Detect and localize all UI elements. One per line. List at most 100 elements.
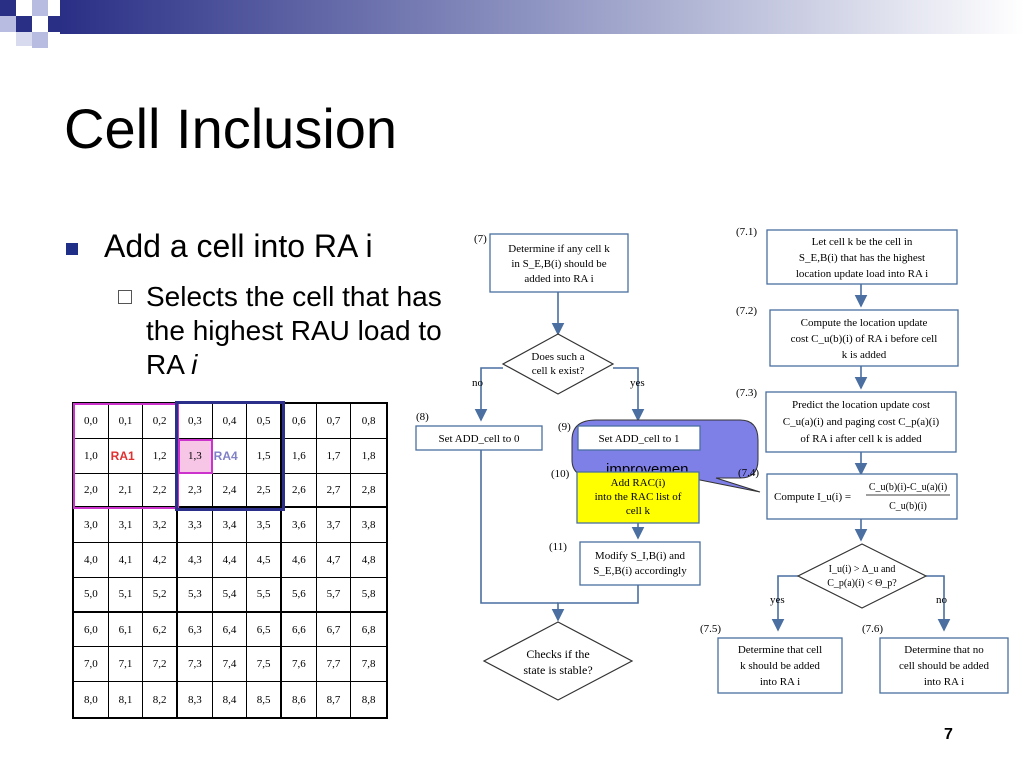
step74-denominator: C_u(b)(i)	[889, 501, 927, 512]
square-bullet-icon	[66, 243, 78, 255]
grid-cell: 3,1	[108, 508, 144, 544]
grid-cell: 1,6	[282, 438, 317, 474]
step75-line1: Determine that cell	[738, 644, 822, 656]
end-line2: state is stable?	[523, 663, 592, 677]
grid-cell: 6,8	[351, 613, 386, 648]
step11-line1: Modify S_I,B(i) and	[595, 550, 686, 562]
grid-cell: 6,6	[282, 612, 317, 648]
grid-cell: 0,6	[282, 404, 317, 439]
step76-label: (7.6)	[862, 623, 883, 635]
step11-line2: S_E,B(i) accordingly	[593, 565, 687, 577]
page-number: 7	[944, 726, 953, 743]
step11-label: (11)	[549, 541, 567, 553]
sub-bullet-italic: i	[191, 349, 198, 380]
grid-cell: 2,4	[212, 473, 248, 509]
grid-cell: 7,6	[282, 647, 317, 683]
grid-cell: 7,8	[351, 647, 386, 683]
step73-box	[765, 391, 957, 453]
grid-cell: 4,3	[178, 543, 213, 578]
grid-cell: 5,3	[178, 577, 213, 613]
grid-cell: 4,1	[108, 543, 144, 578]
grid-cell: 1,0	[74, 438, 109, 474]
grid-cell: 8,6	[282, 682, 317, 717]
grid-cell: 5,4	[212, 577, 248, 613]
grid-cell: 0,0	[74, 404, 109, 439]
grid-cell: 3,6	[282, 508, 317, 544]
grid-cell: 8,3	[178, 682, 213, 717]
grid-cell: 6,0	[74, 612, 109, 648]
grid-cell: 6,5	[247, 612, 282, 648]
grid-cell: 6,7	[316, 612, 352, 648]
step71-line3: location update load into RA i	[796, 268, 928, 280]
grid-cell: 8,4	[213, 682, 248, 717]
grid-cell: 1,7	[316, 438, 352, 474]
grid-cell: 1,5	[247, 438, 282, 474]
grid-cell: 3,3	[178, 508, 213, 544]
grid-cell: 3,5	[247, 508, 282, 544]
grid-cell: 3,7	[316, 508, 352, 544]
step75-line3: into RA i	[760, 676, 800, 688]
step76-line2: cell should be added	[899, 660, 990, 672]
diamond2-line2: C_p(a)(i) < Θ_p?	[827, 578, 897, 589]
diamond2-no: no	[936, 594, 948, 606]
grid-cell: 2,3	[178, 473, 213, 509]
grid-cell: 8,0	[74, 682, 109, 717]
grid-cell: 2,1	[108, 473, 144, 509]
grid-cell: 4,8	[351, 543, 386, 578]
step7-label: (7)	[474, 233, 487, 245]
step10-label: (10)	[551, 468, 570, 480]
step76-box	[879, 637, 1009, 694]
grid-cell: 5,7	[316, 577, 352, 613]
step9-text: Set ADD_cell to 1	[599, 433, 680, 445]
step73-line2: C_u(a)(i) and paging cost C_p(a)(i)	[783, 416, 940, 428]
step72-line3: k is added	[842, 349, 887, 361]
grid-cell: 2,8	[351, 474, 386, 509]
step75-box	[717, 637, 843, 694]
step76-line1: Determine that no	[904, 644, 984, 656]
grid-cell: 7,0	[74, 647, 109, 683]
step9-label: (9)	[558, 421, 571, 433]
grid-cell: 2,5	[247, 473, 282, 509]
step7-line1: Determine if any cell k	[508, 243, 610, 255]
grid-cell: 8,1	[109, 682, 144, 717]
step11-box	[579, 541, 701, 586]
grid-cell: 3,8	[351, 508, 386, 544]
grid-cell: 5,0	[74, 577, 109, 613]
decision-diamond-exist	[501, 333, 615, 395]
grid-cell: 5,8	[351, 578, 386, 613]
step7-box	[489, 233, 629, 293]
grid-cell: 0,1	[108, 404, 144, 439]
grid-cell: 2,6	[282, 473, 317, 509]
slide-title: Cell Inclusion	[64, 97, 398, 160]
grid-cell: 0,5	[247, 404, 282, 439]
diamond2-yes: yes	[770, 594, 785, 606]
step7-line3: added into RA i	[524, 273, 593, 285]
yes-label: yes	[630, 377, 645, 389]
step10-line3: cell k	[626, 505, 651, 517]
grid-cell: 4,5	[247, 543, 282, 578]
grid-cell: 6,1	[108, 612, 144, 648]
grid-cell: 3,2	[143, 508, 178, 544]
grid-cell: 1,8	[351, 439, 386, 474]
grid-cell: 7,3	[178, 647, 213, 683]
grid-cell: 4,4	[212, 543, 248, 578]
diamond1-line2: cell k exist?	[532, 365, 585, 377]
step8-text: Set ADD_cell to 0	[439, 433, 520, 445]
grid-cell: 5,1	[108, 577, 144, 613]
step7-line2: in S_E,B(i) should be	[511, 258, 606, 270]
step74-numerator: C_u(b)(i)-C_u(a)(i)	[869, 482, 947, 493]
grid-cell: 8,7	[317, 682, 352, 717]
grid-cell: 3,4	[212, 508, 248, 544]
grid-cell: 4,7	[316, 543, 352, 578]
grid-cell: 2,0	[74, 473, 109, 509]
hollow-square-bullet-icon	[118, 290, 132, 304]
grid-cell: 7,7	[316, 647, 352, 683]
step75-label: (7.5)	[700, 623, 721, 635]
grid-cell: 7,4	[212, 647, 248, 683]
step73-label: (7.3)	[736, 387, 757, 399]
diamond1-line1: Does such a	[531, 351, 584, 363]
grid-cell: 4,6	[282, 543, 317, 578]
grid-cell	[212, 438, 248, 474]
grid-cell: 8,5	[247, 682, 282, 717]
